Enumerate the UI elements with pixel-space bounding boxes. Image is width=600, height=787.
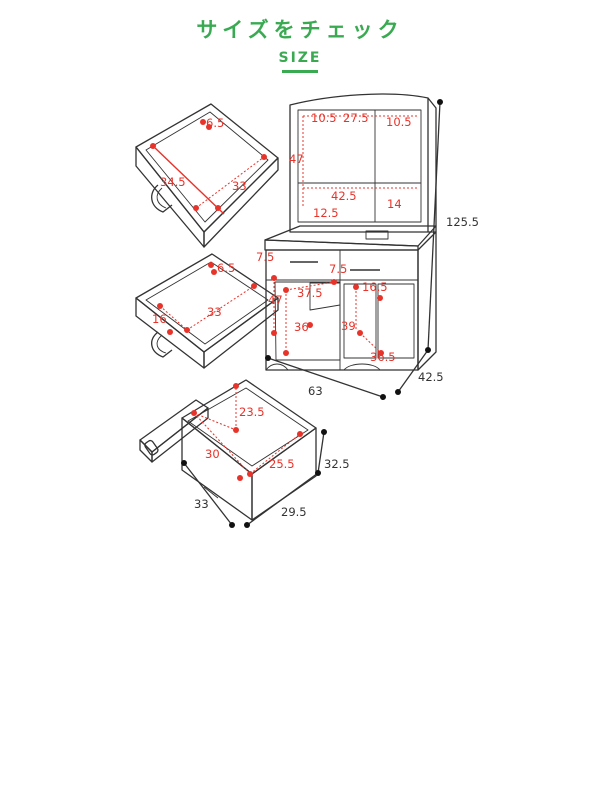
middle-drawer-width-label: 33 <box>207 305 222 319</box>
knee-space-height-label: 47 <box>268 293 283 307</box>
shelf-left-width-label: 10.5 <box>311 111 337 125</box>
shelf-lower-height-label: 12.5 <box>313 206 339 220</box>
top-drawer-height-label: 6.5 <box>206 116 224 130</box>
shelf-width-label: 42.5 <box>331 189 357 203</box>
total-depth-label: 42.5 <box>418 370 444 384</box>
bin-depth-label: 33 <box>194 497 209 511</box>
cabinet-inner-height-label: 39 <box>341 319 356 333</box>
knee-space-width-label: 37.5 <box>297 286 323 300</box>
drawer-left-height-label: 7.5 <box>256 250 274 264</box>
dresser-illustration <box>264 93 437 371</box>
shelf-center-width-label: 27.5 <box>343 111 369 125</box>
top-drawer-width-label: 33 <box>232 179 247 193</box>
overall-dimension-lines <box>183 101 441 526</box>
total-width-label: 63 <box>308 384 323 398</box>
page-subtitle: SIZE <box>278 50 322 66</box>
middle-drawer-depth-label: 16 <box>152 312 167 326</box>
page-title: サイズをチェック <box>196 18 404 42</box>
cabinet-inner-depth-label: 36.5 <box>370 350 396 364</box>
overall-endpoints <box>181 99 443 528</box>
bin-illustration <box>139 379 317 521</box>
knee-space-depth-label: 36 <box>294 320 309 334</box>
shelf-depth-label: 14 <box>387 197 402 211</box>
bin-total-height-label: 32.5 <box>324 457 350 471</box>
top-drawer-illustration <box>135 103 279 248</box>
page-header: サイズをチェック SIZE <box>0 14 600 73</box>
total-height-label: 125.5 <box>446 215 479 229</box>
shelf-right-width-label: 10.5 <box>386 115 412 129</box>
bin-inner-width-label: 25.5 <box>269 457 295 471</box>
cabinet-inner-width-label: 16.5 <box>362 280 388 294</box>
top-drawer-depth-label: 34.5 <box>160 175 186 189</box>
middle-drawer-height-label: 6.5 <box>217 261 235 275</box>
title-underline <box>282 70 318 73</box>
bin-width-label: 29.5 <box>281 505 307 519</box>
bin-inner-depth-label: 30 <box>205 447 220 461</box>
drawer-right-height-label: 7.5 <box>329 262 347 276</box>
mirror-height-label: 47 <box>289 152 304 166</box>
bin-height-label: 23.5 <box>239 405 265 419</box>
measurement-dots <box>150 119 384 481</box>
